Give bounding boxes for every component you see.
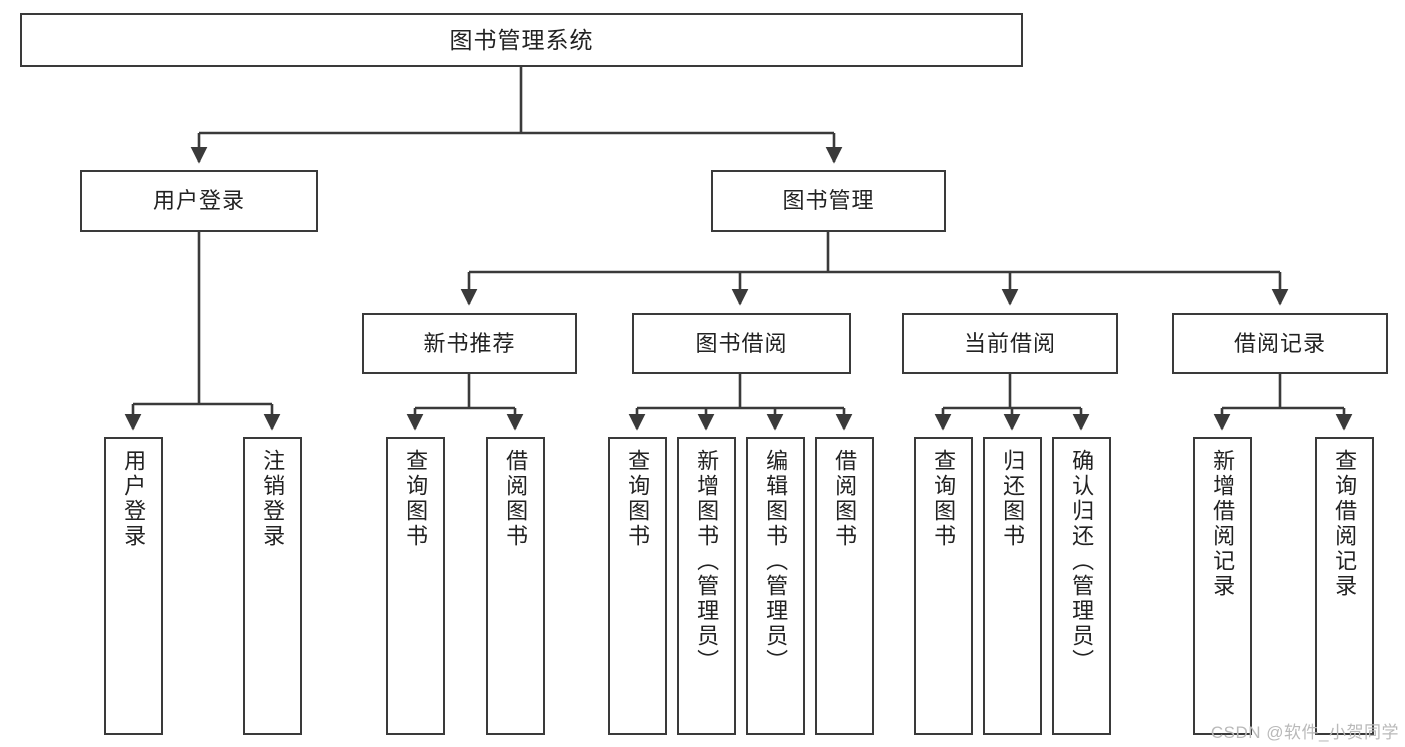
node-new-book-recommend[interactable]: 新书推荐 (362, 313, 577, 374)
node-leaf-add-record[interactable]: 新增借阅记录 (1193, 437, 1252, 735)
node-leaf-borrow-book-rec[interactable]: 借阅图书 (486, 437, 545, 735)
node-user-login[interactable]: 用户登录 (80, 170, 318, 232)
node-book-borrow-label: 图书借阅 (695, 330, 788, 356)
node-leaf-query-record[interactable]: 查询借阅记录 (1315, 437, 1374, 735)
node-user-login-label: 用户登录 (152, 188, 245, 214)
node-leaf-query-book-rec-label: 查询图书 (403, 449, 429, 549)
node-book-manage[interactable]: 图书管理 (711, 170, 946, 232)
node-book-manage-label: 图书管理 (782, 188, 875, 214)
node-borrow-record[interactable]: 借阅记录 (1172, 313, 1388, 374)
node-leaf-query-book-b-label: 查询图书 (625, 449, 651, 549)
node-leaf-query-book-c-label: 查询图书 (931, 449, 957, 549)
node-leaf-logout-label: 注销登录 (260, 449, 286, 549)
node-root[interactable]: 图书管理系统 (20, 13, 1023, 67)
node-leaf-query-record-label: 查询借阅记录 (1332, 449, 1358, 599)
node-new-book-recommend-label: 新书推荐 (423, 330, 516, 356)
node-leaf-confirm-return[interactable]: 确认归还（管理员） (1052, 437, 1111, 735)
node-leaf-edit-book-label: 编辑图书（管理员） (763, 449, 789, 674)
node-book-borrow[interactable]: 图书借阅 (632, 313, 851, 374)
node-leaf-query-book-rec[interactable]: 查询图书 (386, 437, 445, 735)
node-current-borrow[interactable]: 当前借阅 (902, 313, 1118, 374)
node-leaf-add-book-label: 新增图书（管理员） (694, 449, 720, 674)
node-current-borrow-label: 当前借阅 (963, 330, 1056, 356)
node-leaf-user-login[interactable]: 用户登录 (104, 437, 163, 735)
node-leaf-query-book-c[interactable]: 查询图书 (914, 437, 973, 735)
node-leaf-return-book-label: 归还图书 (1000, 449, 1026, 549)
node-leaf-add-record-label: 新增借阅记录 (1210, 449, 1236, 599)
node-root-label: 图书管理系统 (449, 26, 594, 53)
node-leaf-edit-book[interactable]: 编辑图书（管理员） (746, 437, 805, 735)
node-leaf-user-login-label: 用户登录 (121, 449, 147, 549)
node-borrow-record-label: 借阅记录 (1233, 330, 1326, 356)
node-leaf-borrow-book-b-label: 借阅图书 (832, 449, 858, 549)
node-leaf-confirm-return-label: 确认归还（管理员） (1069, 449, 1095, 674)
watermark: CSDN @软件_小贺同学 (1210, 723, 1399, 742)
node-leaf-add-book[interactable]: 新增图书（管理员） (677, 437, 736, 735)
node-leaf-logout[interactable]: 注销登录 (243, 437, 302, 735)
node-leaf-borrow-book-b[interactable]: 借阅图书 (815, 437, 874, 735)
node-leaf-query-book-b[interactable]: 查询图书 (608, 437, 667, 735)
node-leaf-borrow-book-rec-label: 借阅图书 (503, 449, 529, 549)
node-leaf-return-book[interactable]: 归还图书 (983, 437, 1042, 735)
